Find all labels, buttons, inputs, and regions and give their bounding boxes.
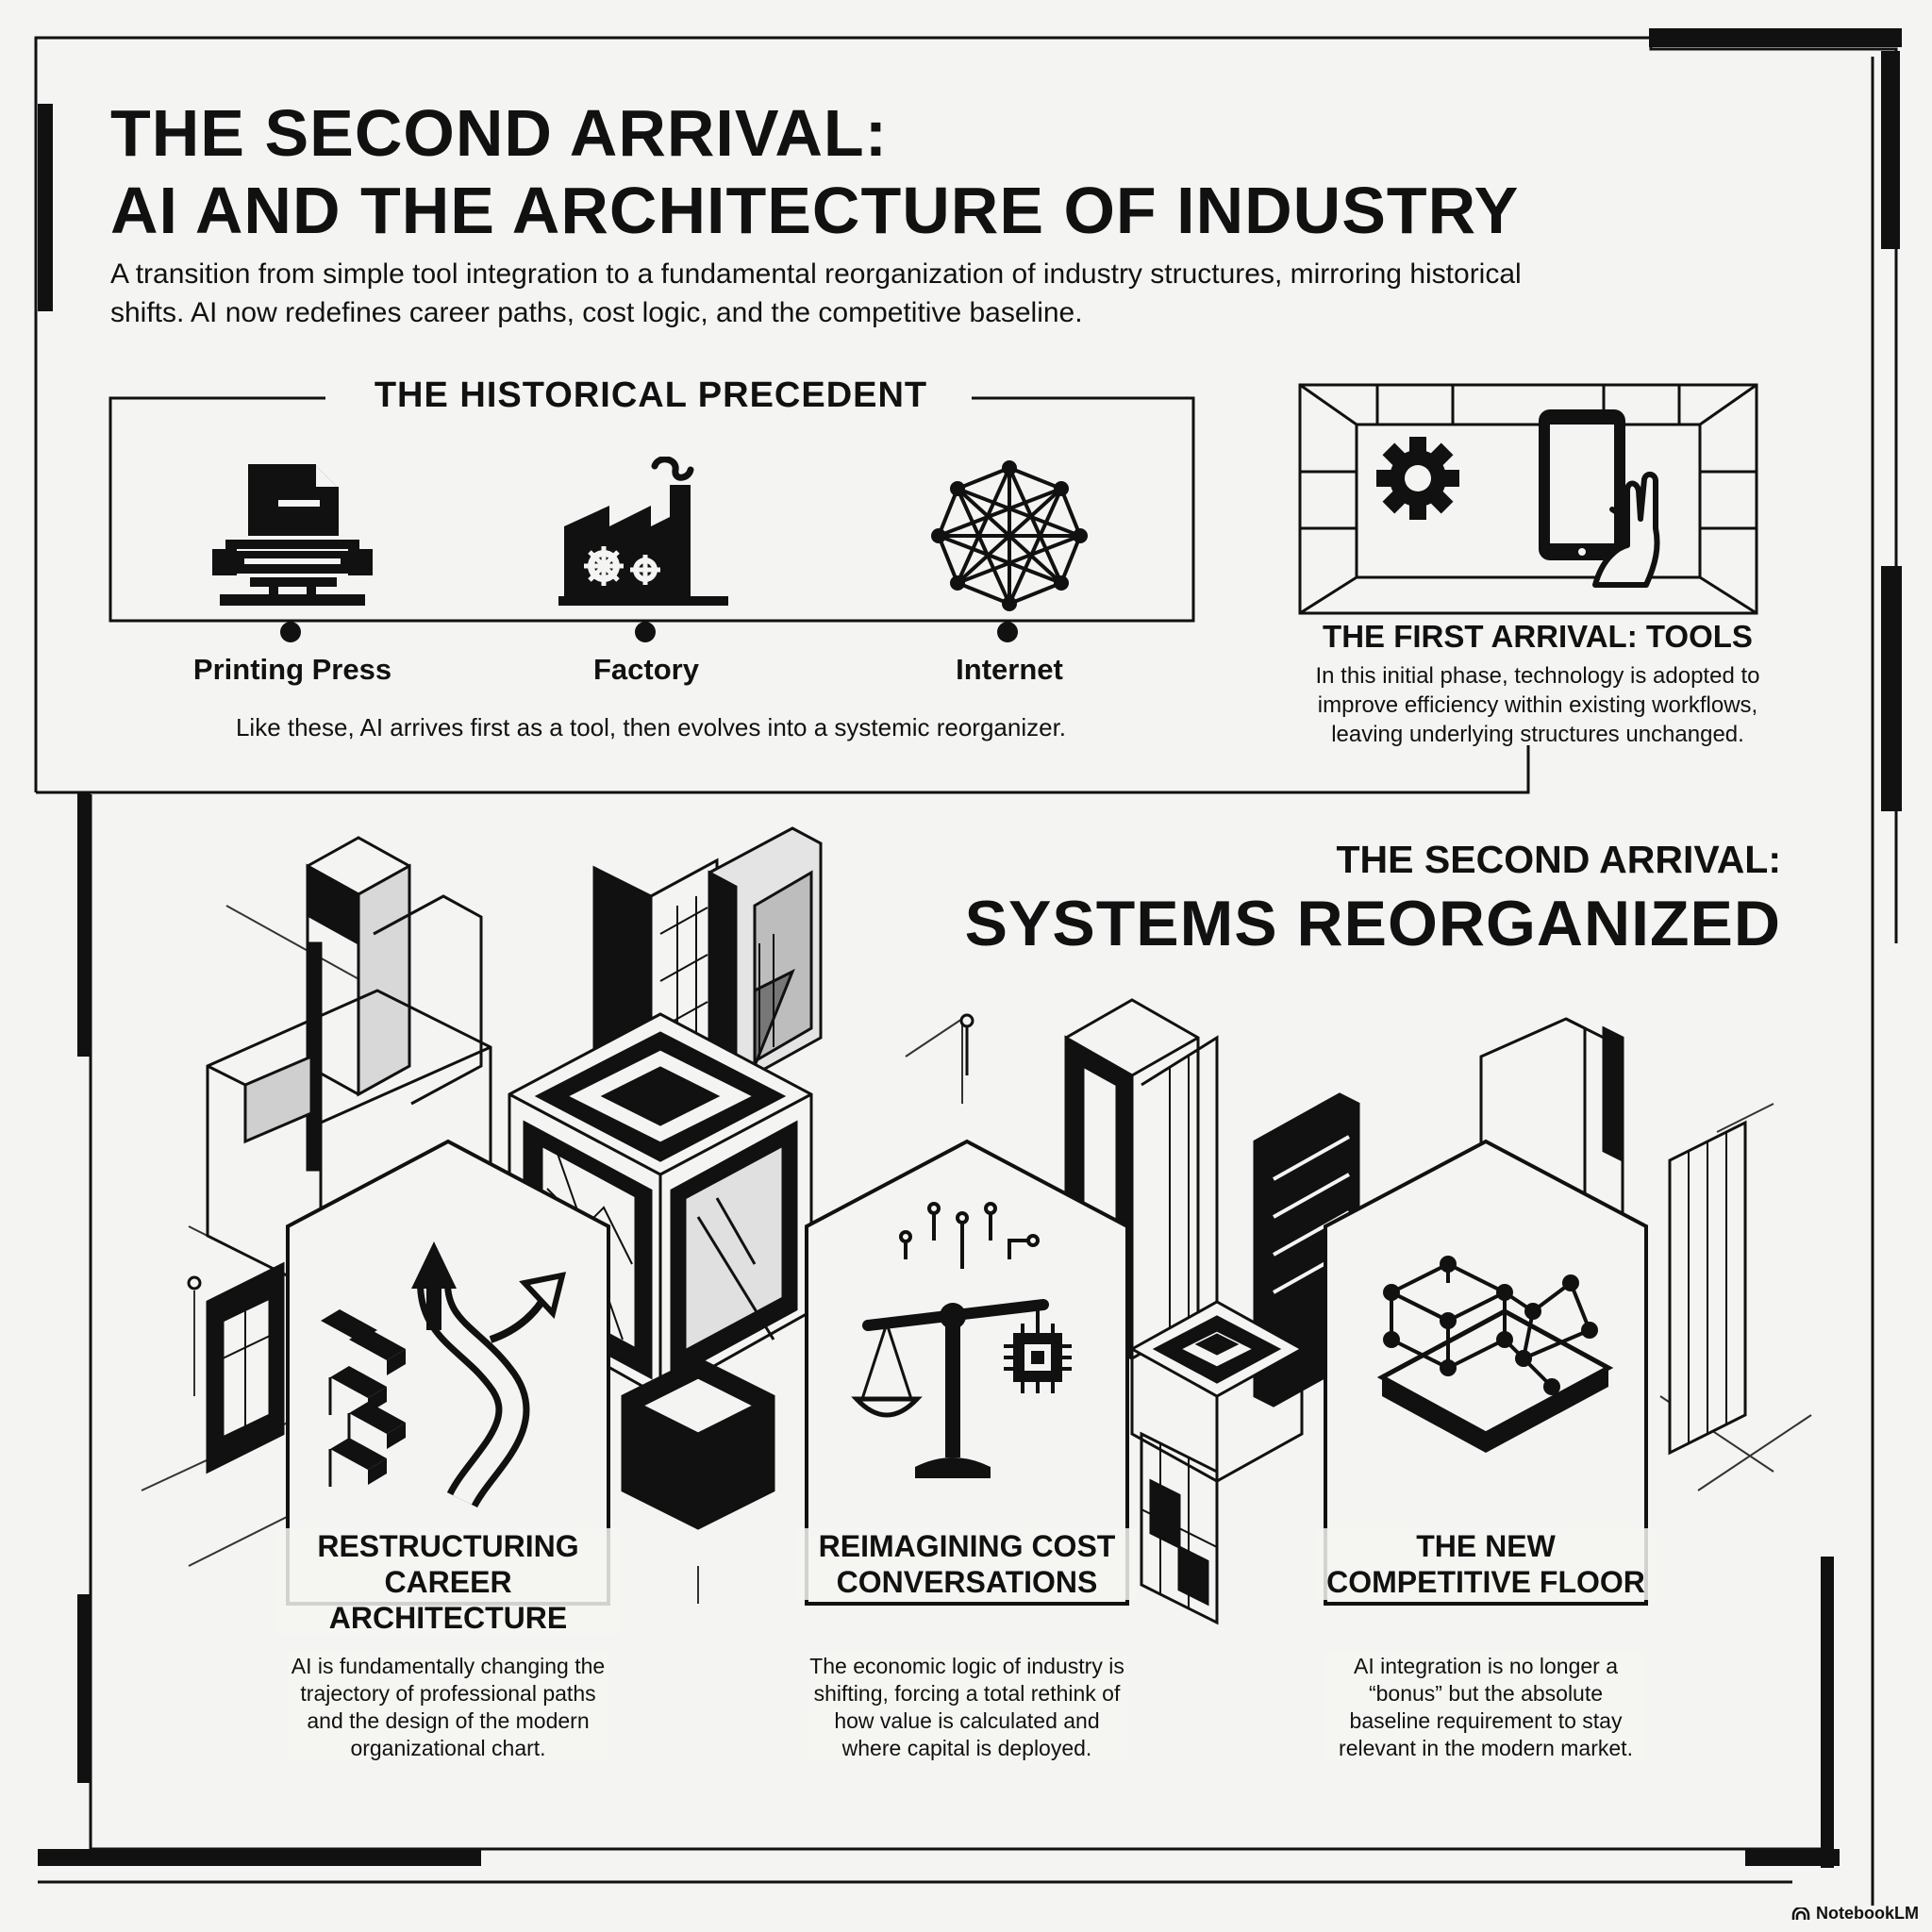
node-network-platform-icon xyxy=(1376,1256,1614,1453)
first-arrival-body: In this initial phase, technology is ado… xyxy=(1315,663,1760,747)
printing-press-icon xyxy=(212,464,373,606)
historical-label-printing-press: Printing Press xyxy=(192,653,392,686)
first-arrival-heading: THE FIRST ARRIVAL: TOOLS xyxy=(1323,619,1753,654)
page-subtitle: A transition from simple tool integratio… xyxy=(110,258,1522,328)
gear-icon xyxy=(1376,437,1459,520)
title-line-1: THE SECOND ARRIVAL: xyxy=(110,96,888,170)
historical-precedent-heading: THE HISTORICAL PRECEDENT xyxy=(340,375,962,416)
notebooklm-logo-icon xyxy=(1791,1907,1810,1921)
card-body-cost: The economic logic of industry is shifti… xyxy=(807,1653,1127,1762)
title-line-2: AI AND THE ARCHITECTURE OF INDUSTRY xyxy=(110,174,1520,247)
tablet-hand-icon xyxy=(1539,409,1660,588)
notebooklm-brand: NotebookLM xyxy=(1791,1904,1919,1924)
scale-chip-icon xyxy=(851,1202,1072,1478)
card-body-career: AI is fundamentally changing the traject… xyxy=(288,1653,608,1762)
card-body-competitive: AI integration is no longer a “bonus” bu… xyxy=(1325,1653,1646,1762)
card-title-cost: REIMAGINING COST CONVERSATIONS xyxy=(797,1528,1137,1600)
card-title-career: RESTRUCTURING CAREER ARCHITECTURE xyxy=(278,1528,618,1636)
network-icon xyxy=(931,460,1088,611)
second-arrival-kicker: THE SECOND ARRIVAL: xyxy=(1336,838,1782,881)
historical-label-factory: Factory xyxy=(593,653,699,686)
historical-label-internet: Internet xyxy=(956,653,1063,686)
second-arrival-title: SYSTEMS REORGANIZED xyxy=(964,888,1781,959)
staircase-arrow-icon xyxy=(321,1241,567,1508)
historical-note: Like these, AI arrives first as a tool, … xyxy=(235,713,1067,741)
page-title: THE SECOND ARRIVAL: AI AND THE ARCHITECT… xyxy=(110,94,1519,249)
brand-label: NotebookLM xyxy=(1816,1904,1919,1923)
factory-icon xyxy=(558,457,728,606)
card-title-competitive: THE NEW COMPETITIVE FLOOR xyxy=(1316,1528,1656,1600)
